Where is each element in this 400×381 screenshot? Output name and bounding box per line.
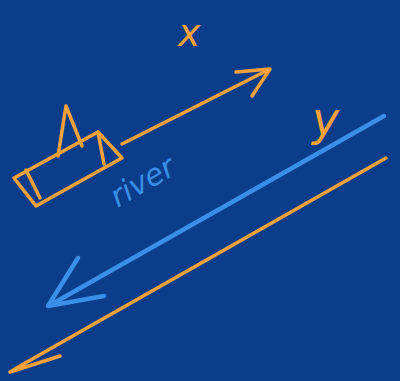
- boat-stern: [98, 132, 104, 164]
- handwritten-label: y: [312, 96, 339, 142]
- river-flow-arrow: [52, 116, 384, 304]
- handwritten-label: x: [178, 14, 201, 52]
- boat-bow: [26, 170, 40, 198]
- boat-velocity-arrow: [122, 70, 268, 144]
- river-bank: [10, 158, 386, 372]
- arrow-head: [236, 69, 270, 96]
- boat-sail: [58, 106, 82, 156]
- arrow-head: [48, 258, 104, 306]
- boat-hull: [14, 132, 122, 206]
